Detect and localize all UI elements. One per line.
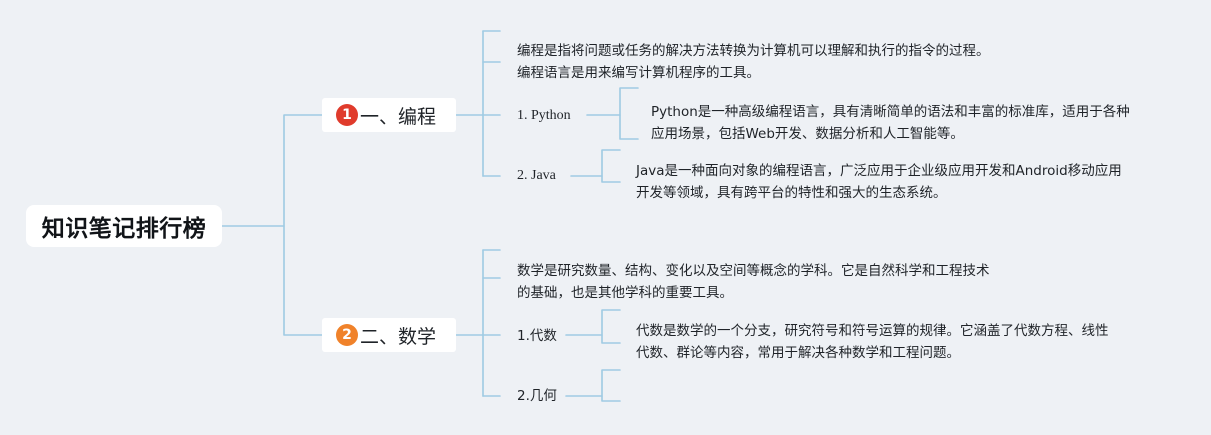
connector-branch-1-note xyxy=(482,30,501,63)
branch-node-math[interactable]: 2 二、数学 xyxy=(322,318,456,352)
child-node-python[interactable]: 1. Python xyxy=(517,108,571,123)
note-line: 编程语言是用来编写计算机程序的工具。 xyxy=(517,65,760,81)
number-badge-1: 1 xyxy=(336,104,358,126)
root-node-label: 知识笔记排行榜 xyxy=(41,216,207,242)
note-line: 代数是数学的一个分支，研究符号和符号运算的规律。它涵盖了代数方程、线性 xyxy=(636,323,1109,339)
connector-algebra-bracket xyxy=(601,309,621,344)
connector-root-branch-1 xyxy=(221,114,323,227)
note-line: 开发等领域，具有跨平台的特性和强大的生态系统。 xyxy=(636,185,947,201)
note-line: 代数、群论等内容，常用于解决各种数学和工程问题。 xyxy=(636,345,960,361)
note-line: Python是一种高级编程语言，具有清晰简单的语法和丰富的标准库，适用于各种 xyxy=(651,104,1130,120)
note-line: 的基础，也是其他学科的重要工具。 xyxy=(517,285,733,301)
connector-python-bracket xyxy=(619,87,639,140)
java-note: Java是一种面向对象的编程语言，广泛应用于企业级应用开发和Android移动应… xyxy=(636,160,1122,204)
branch-node-label: 一、编程 xyxy=(360,105,437,128)
algebra-note: 代数是数学的一个分支，研究符号和符号运算的规律。它涵盖了代数方程、线性 代数、群… xyxy=(636,320,1109,364)
connector-root-branch-2 xyxy=(283,225,323,336)
note-line: Java是一种面向对象的编程语言，广泛应用于企业级应用开发和Android移动应… xyxy=(636,163,1122,179)
root-node[interactable]: 知识笔记排行榜 xyxy=(26,205,222,247)
child-node-geometry[interactable]: 2.几何 xyxy=(517,388,557,404)
math-note: 数学是研究数量、结构、变化以及空间等概念的学科。它是自然科学和工程技术 的基础，… xyxy=(517,260,990,304)
note-line: 编程是指将问题或任务的解决方法转换为计算机可以理解和执行的指令的过程。 xyxy=(517,43,990,59)
branch-node-programming[interactable]: 1 一、编程 xyxy=(322,98,456,132)
programming-note: 编程是指将问题或任务的解决方法转换为计算机可以理解和执行的指令的过程。 编程语言… xyxy=(517,40,990,84)
connector-branch-1-spine xyxy=(455,30,484,177)
branch-node-label: 二、数学 xyxy=(360,325,437,348)
python-note: Python是一种高级编程语言，具有清晰简单的语法和丰富的标准库，适用于各种 应… xyxy=(651,101,1130,145)
connector-geometry-bracket xyxy=(601,369,621,402)
note-line: 数学是研究数量、结构、变化以及空间等概念的学科。它是自然科学和工程技术 xyxy=(517,263,990,279)
number-badge-2: 2 xyxy=(336,324,358,346)
child-node-java[interactable]: 2. Java xyxy=(517,168,556,183)
child-node-algebra[interactable]: 1.代数 xyxy=(517,328,557,344)
connector-java-bracket xyxy=(601,149,621,183)
connector-branch-2-spine xyxy=(455,249,484,397)
note-line: 应用场景，包括Web开发、数据分析和人工智能等。 xyxy=(651,126,964,142)
connector-branch-2-note xyxy=(482,249,501,279)
